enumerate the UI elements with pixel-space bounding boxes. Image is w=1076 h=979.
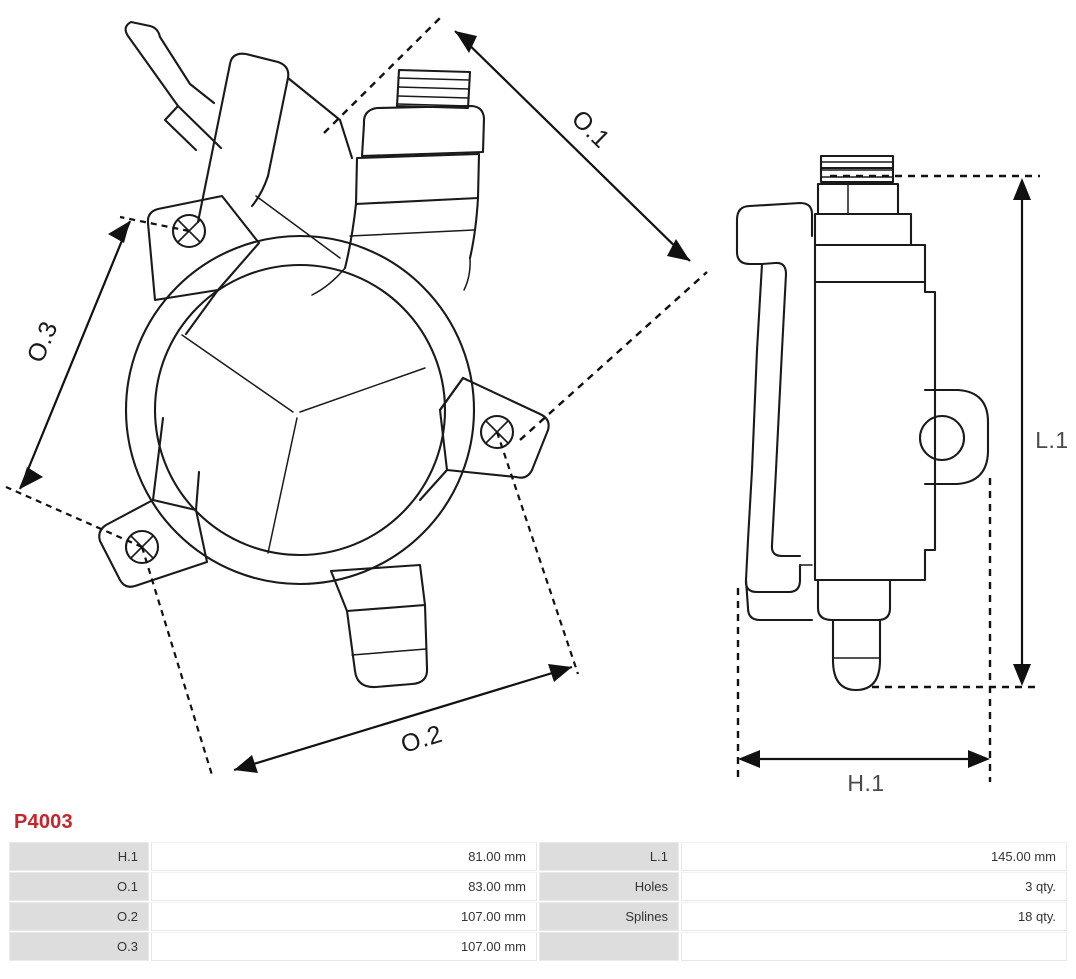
dimension-label-H1: H.1 bbox=[847, 770, 884, 796]
front-view: O.1 O.3 O.2 bbox=[5, 17, 708, 776]
spec-key: O.1 bbox=[9, 872, 149, 901]
table-row: H.1 81.00 mm L.1 145.00 mm bbox=[9, 842, 1067, 871]
dimension-O1: O.1 bbox=[323, 17, 708, 441]
spec-value: 18 qty. bbox=[681, 902, 1067, 931]
front-view-outlet-nozzle bbox=[329, 563, 429, 689]
spec-key: Splines bbox=[539, 902, 679, 931]
spec-value: 81.00 mm bbox=[151, 842, 537, 871]
spec-key: O.3 bbox=[9, 932, 149, 961]
spec-key: L.1 bbox=[539, 842, 679, 871]
spec-value: 107.00 mm bbox=[151, 932, 537, 961]
front-view-threaded-port bbox=[343, 68, 486, 270]
front-view-flange-body bbox=[98, 194, 550, 588]
spec-value: 83.00 mm bbox=[151, 872, 537, 901]
side-view-mounting-ear bbox=[918, 388, 990, 486]
table-row: O.3 107.00 mm bbox=[9, 932, 1067, 961]
part-number: P4003 bbox=[14, 811, 73, 833]
dimension-label-O2: O.2 bbox=[398, 720, 446, 759]
table-row: O.1 83.00 mm Holes 3 qty. bbox=[9, 872, 1067, 901]
drawing-area: O.1 O.3 O.2 bbox=[5, 17, 1068, 796]
front-view-main-housing bbox=[124, 234, 476, 586]
side-view: L.1 H.1 bbox=[735, 154, 1068, 796]
dimension-H1: H.1 bbox=[736, 478, 992, 796]
dimension-label-O3: O.3 bbox=[22, 317, 64, 366]
side-view-outlet-nozzle bbox=[816, 578, 892, 692]
spec-value-empty bbox=[681, 932, 1067, 961]
front-view-upper-shoulder bbox=[286, 76, 471, 296]
spec-key: H.1 bbox=[9, 842, 149, 871]
side-view-threaded-port bbox=[819, 154, 895, 184]
spec-value: 107.00 mm bbox=[151, 902, 537, 931]
dimension-O3: O.3 bbox=[5, 215, 190, 549]
spec-value: 3 qty. bbox=[681, 872, 1067, 901]
spec-key: Holes bbox=[539, 872, 679, 901]
dimension-O2: O.2 bbox=[140, 431, 580, 776]
table-row: O.2 107.00 mm Splines 18 qty. bbox=[9, 902, 1067, 931]
spec-value: 145.00 mm bbox=[681, 842, 1067, 871]
dimension-label-L1: L.1 bbox=[1035, 427, 1068, 453]
front-view-spoke-divider bbox=[181, 334, 426, 554]
part-technical-drawing: O.1 O.3 O.2 bbox=[5, 17, 1068, 796]
dimension-L1: L.1 bbox=[830, 174, 1068, 689]
front-view-connector-arm bbox=[124, 20, 341, 259]
spec-table: H.1 81.00 mm L.1 145.00 mm O.1 83.00 mm … bbox=[7, 841, 1069, 962]
side-view-main-body bbox=[813, 182, 937, 582]
spec-panel: P4003 H.1 81.00 mm L.1 145.00 mm O.1 83.… bbox=[0, 805, 1076, 962]
spec-key-empty bbox=[539, 932, 679, 961]
side-view-bracket bbox=[735, 201, 814, 622]
spec-key: O.2 bbox=[9, 902, 149, 931]
